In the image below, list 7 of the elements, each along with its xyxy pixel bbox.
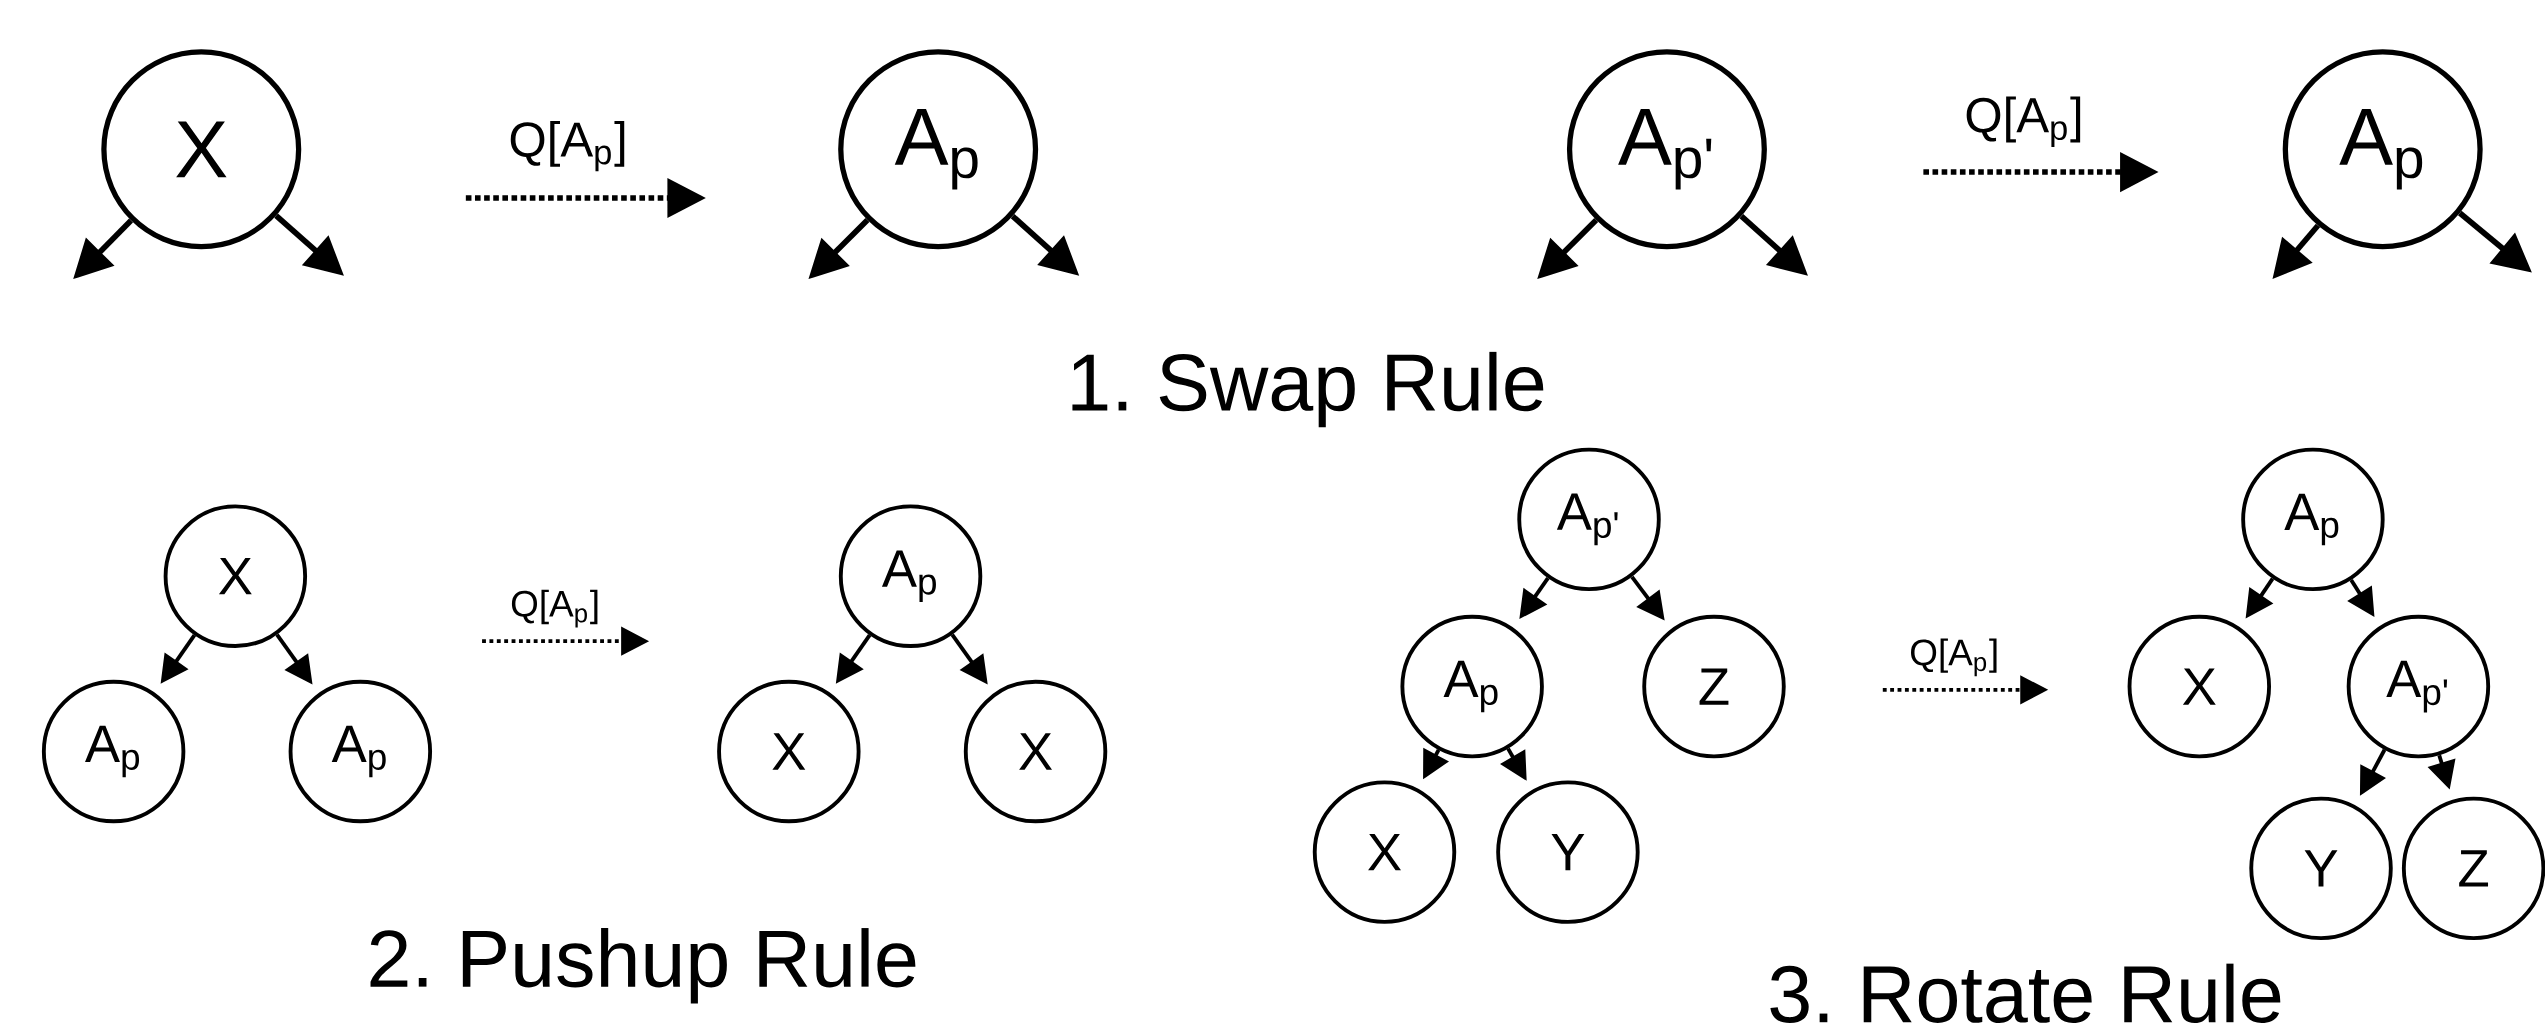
rule-title: 3. Rotate Rule <box>1770 963 2281 1024</box>
rule-title: 2. Pushup Rule <box>370 928 916 1004</box>
rule-title: 1. Swap Rule <box>1072 352 1544 428</box>
rule-title: Q[A$_{p}$] <box>1911 638 1997 677</box>
rule-title: Q[A$_{p}$] <box>511 589 598 628</box>
rule-title: Q[A$_{p}$] <box>1966 96 2081 148</box>
rule-title: Q[A$_{p}$] <box>510 121 625 172</box>
